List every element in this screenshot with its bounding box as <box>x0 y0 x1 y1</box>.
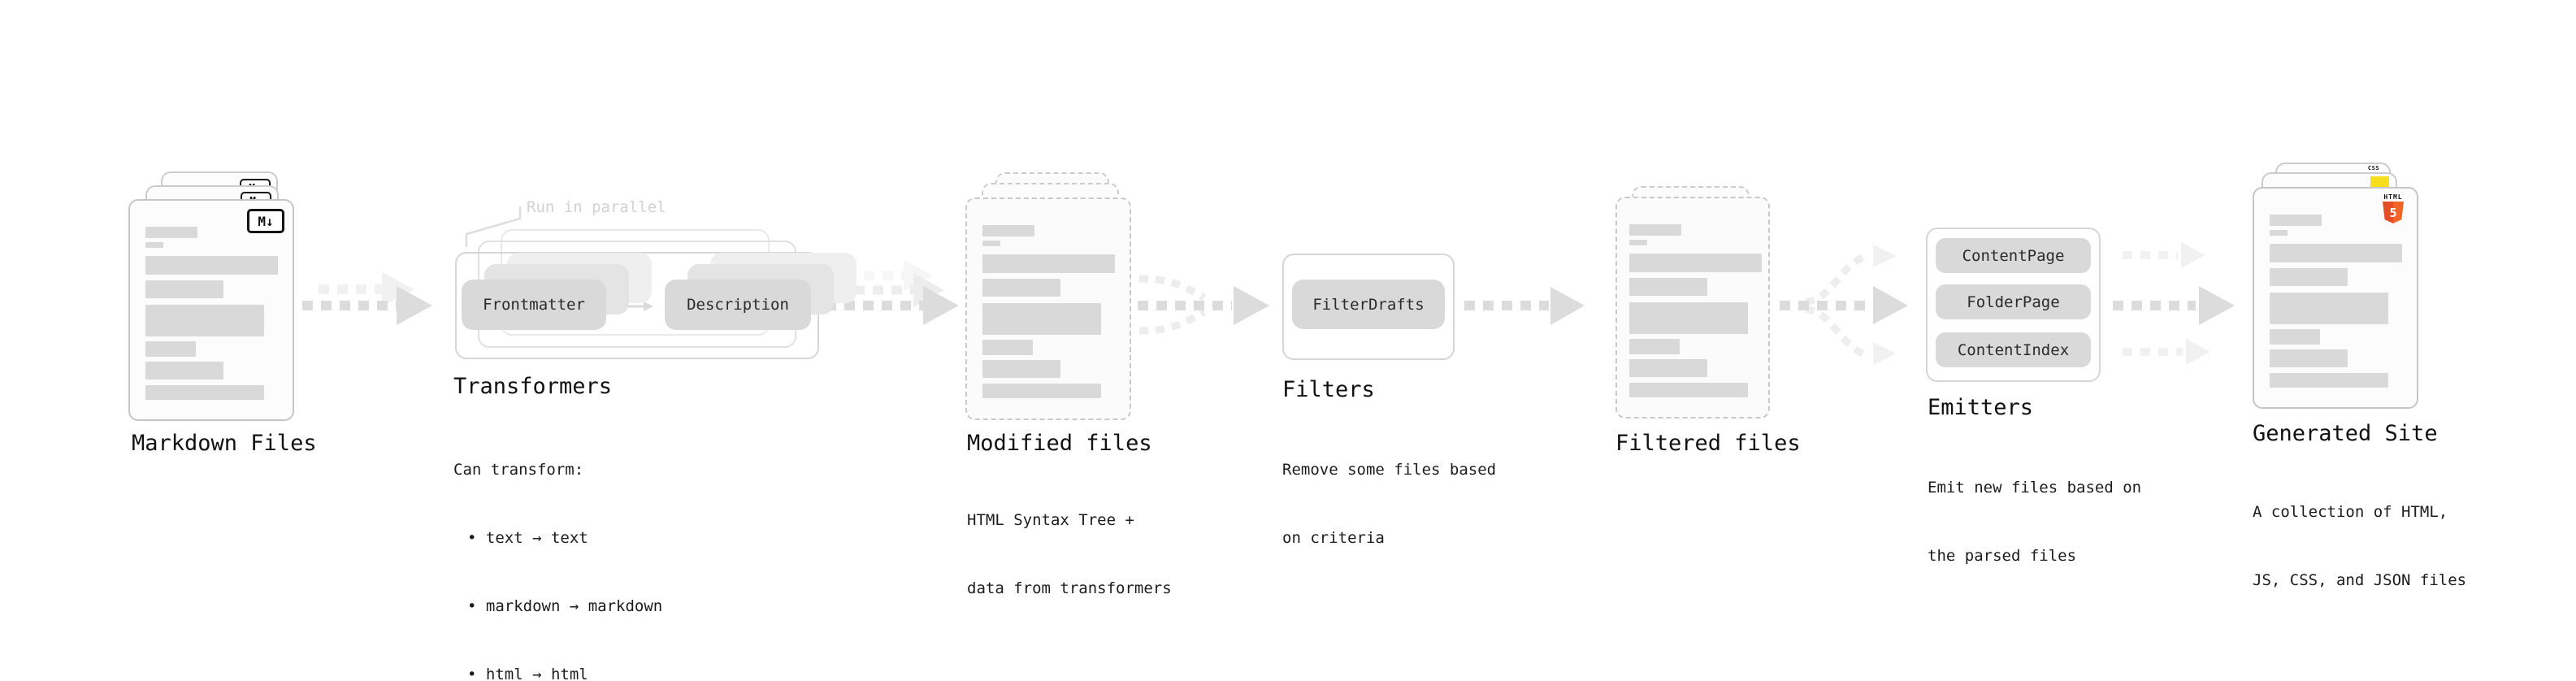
description-line: A collection of HTML, <box>2253 503 2448 521</box>
emitters-description: Emit new files based on the parsed files <box>1928 431 2141 613</box>
arrow-emitters-to-generated <box>2113 242 2235 365</box>
arrow-markdown-to-transformers <box>302 272 432 325</box>
text-line-placeholder <box>1629 339 1680 354</box>
run-in-parallel-annotation: Run in parallel <box>527 198 666 216</box>
text-line-placeholder <box>2270 268 2348 286</box>
filters-title: Filters <box>1282 377 1375 402</box>
contentpage-node: ContentPage <box>1936 238 2091 273</box>
generated-site-description: A collection of HTML, JS, CSS, and JSON … <box>2253 455 2466 637</box>
contentindex-node: ContentIndex <box>1936 332 2091 367</box>
folderpage-node: FolderPage <box>1936 284 2091 319</box>
text-line-placeholder <box>1629 359 1707 377</box>
html5-icon-label: HTML <box>2383 193 2403 201</box>
text-line-placeholder <box>1629 254 1762 272</box>
markdown-files-label: Markdown Files <box>132 431 317 456</box>
arrow-modified-to-filters <box>1138 275 1269 335</box>
emitters-title: Emitters <box>1928 395 2034 420</box>
text-line-placeholder <box>982 384 1101 398</box>
description-line: JS, CSS, and JSON files <box>2253 571 2467 589</box>
generated-site-label: Generated Site <box>2253 421 2438 446</box>
description-line: data from transformers <box>967 579 1172 597</box>
text-line-placeholder <box>145 305 264 336</box>
text-line-placeholder <box>982 225 1034 236</box>
description-line: Emit new files based on <box>1928 479 2142 497</box>
markdown-file-front: M↓ <box>128 199 294 421</box>
text-line-placeholder <box>1629 240 1647 245</box>
html5-icon-shield: 5 <box>2383 202 2404 223</box>
text-line-placeholder <box>2270 215 2322 226</box>
filterdrafts-node: FilterDrafts <box>1292 280 1445 329</box>
description-line: the parsed files <box>1928 547 2077 565</box>
text-line-placeholder <box>2270 230 2288 236</box>
html-file-front: HTML 5 <box>2253 187 2418 409</box>
text-line-placeholder <box>145 227 197 238</box>
text-line-placeholder <box>982 241 1000 246</box>
text-line-placeholder <box>1629 383 1748 397</box>
transform-bullet: • text → text <box>467 529 588 547</box>
text-line-placeholder <box>2270 244 2402 262</box>
text-line-placeholder <box>1629 302 1748 334</box>
transform-bullet: • html → html <box>467 666 588 681</box>
filtered-file-front <box>1615 197 1770 419</box>
description-line: Remove some files based <box>1282 461 1497 479</box>
text-line-placeholder <box>145 362 223 380</box>
filters-description: Remove some files based on criteria <box>1282 413 1496 595</box>
filtered-files-label: Filtered files <box>1615 431 1801 456</box>
can-transform-label: Can transform: <box>453 461 584 479</box>
text-line-placeholder <box>145 385 264 400</box>
arrow-filtered-to-emitters <box>1780 245 1908 365</box>
css-icon-label: CSS <box>2367 165 2380 171</box>
html5-icon: HTML 5 <box>2381 193 2405 223</box>
modified-files-description: HTML Syntax Tree + data from transformer… <box>967 463 1172 645</box>
arrow-filters-to-filtered <box>1464 287 1585 325</box>
annotation-leader-line <box>465 206 522 248</box>
text-line-placeholder <box>2270 373 2388 388</box>
text-line-placeholder <box>982 360 1060 378</box>
modified-file-front <box>965 197 1131 420</box>
description-node: Description <box>665 280 811 330</box>
text-line-placeholder <box>982 254 1115 273</box>
transform-bullet: • markdown → markdown <box>467 597 663 615</box>
text-line-placeholder <box>982 279 1060 297</box>
text-line-placeholder <box>145 256 278 275</box>
description-line: on criteria <box>1282 529 1385 547</box>
text-line-placeholder <box>145 341 196 357</box>
description-line: HTML Syntax Tree + <box>967 511 1134 529</box>
text-line-placeholder <box>1629 278 1707 296</box>
transformers-description: Can transform: • text → text • markdown … <box>453 413 662 681</box>
text-line-placeholder <box>2270 329 2320 345</box>
text-line-placeholder <box>2270 293 2388 324</box>
text-line-placeholder <box>982 303 1101 335</box>
text-line-placeholder <box>2270 349 2348 367</box>
text-line-placeholder <box>1629 224 1681 236</box>
markdown-icon: M↓ <box>247 209 284 233</box>
text-line-placeholder <box>145 280 223 298</box>
html5-icon-number: 5 <box>2389 205 2397 220</box>
frontmatter-node: Frontmatter <box>462 280 606 330</box>
modified-files-label: Modified files <box>967 431 1152 456</box>
js-file-icon <box>2370 176 2389 189</box>
text-line-placeholder <box>982 340 1033 355</box>
text-line-placeholder <box>145 242 163 248</box>
transformers-title: Transformers <box>453 374 613 399</box>
